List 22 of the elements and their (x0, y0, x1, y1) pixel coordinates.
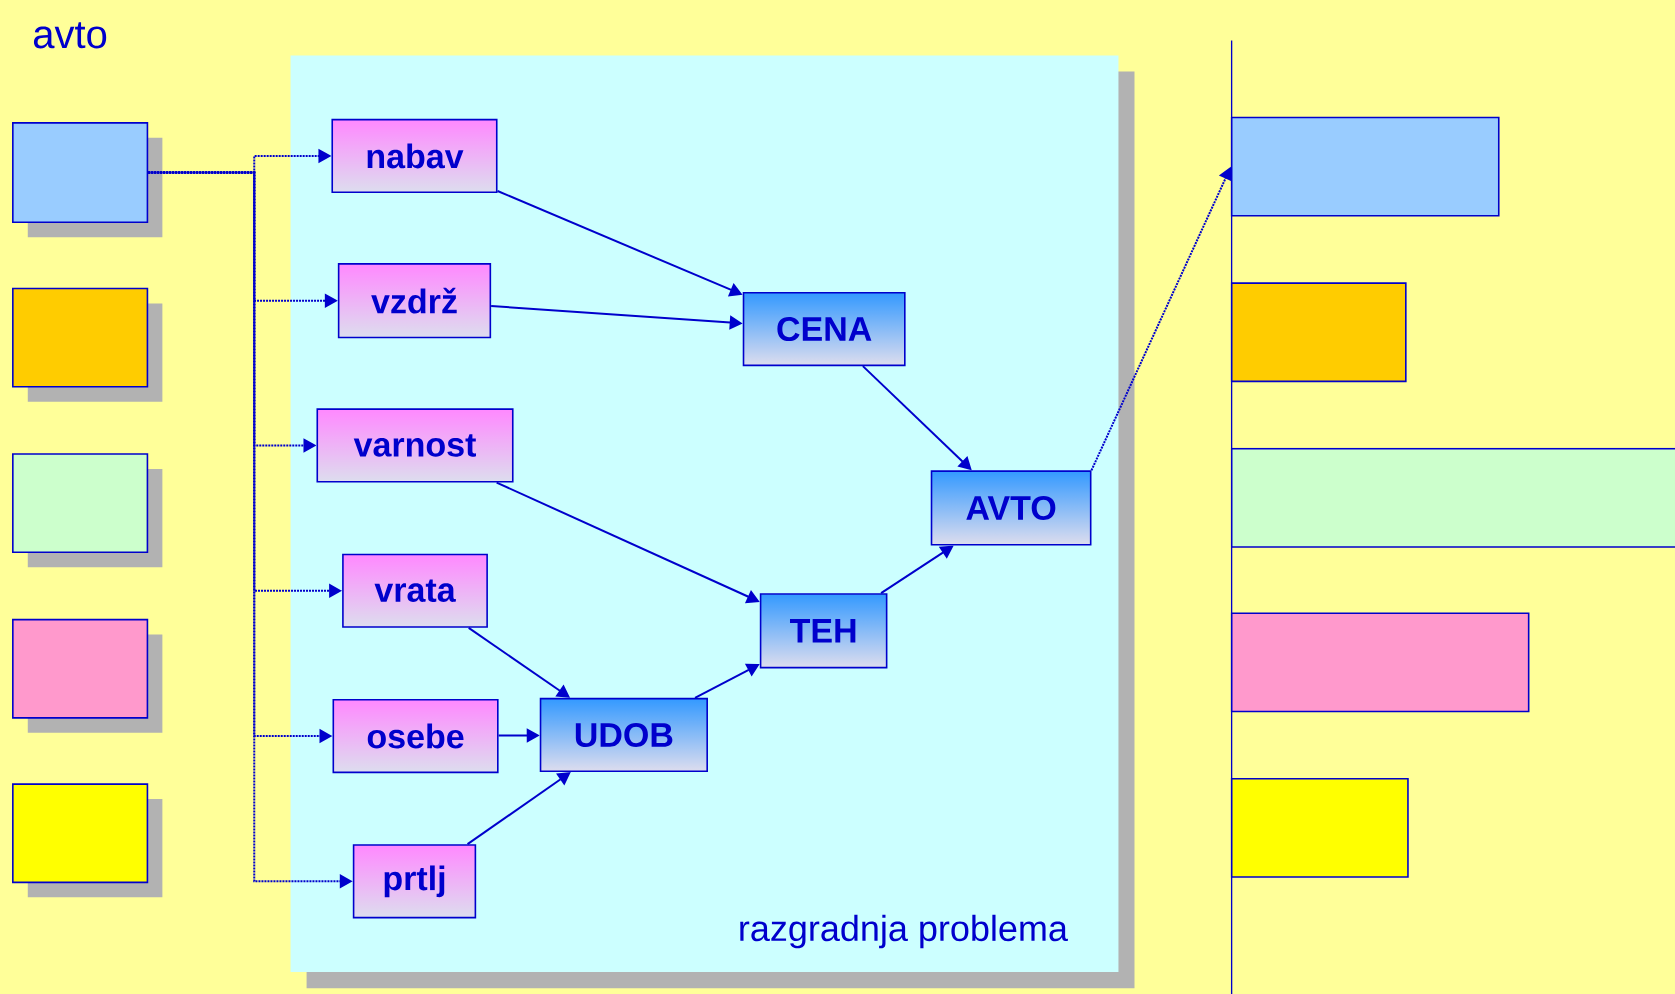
color-box (12, 287, 163, 402)
color-box (12, 453, 163, 568)
bar (1230, 777, 1409, 878)
color-box (12, 783, 163, 898)
process-box: CENA (742, 291, 906, 367)
process-box: nabav (331, 118, 498, 194)
color-box (12, 618, 163, 733)
bar (1230, 447, 1675, 548)
bar (1230, 116, 1500, 217)
process-box: AVTO (930, 470, 1092, 546)
bar (1230, 282, 1407, 383)
bar (1230, 612, 1530, 713)
process-box: varnost (316, 408, 514, 483)
process-box: vzdrž (337, 263, 492, 339)
process-box: TEH (759, 593, 888, 669)
color-box (12, 122, 163, 238)
arrow (466, 772, 571, 846)
process-box: osebe (332, 698, 499, 774)
process-box: vrata (342, 553, 488, 628)
process-box: prtlj (352, 844, 477, 919)
process-box: UDOB (539, 697, 708, 773)
title: avto (33, 22, 107, 49)
